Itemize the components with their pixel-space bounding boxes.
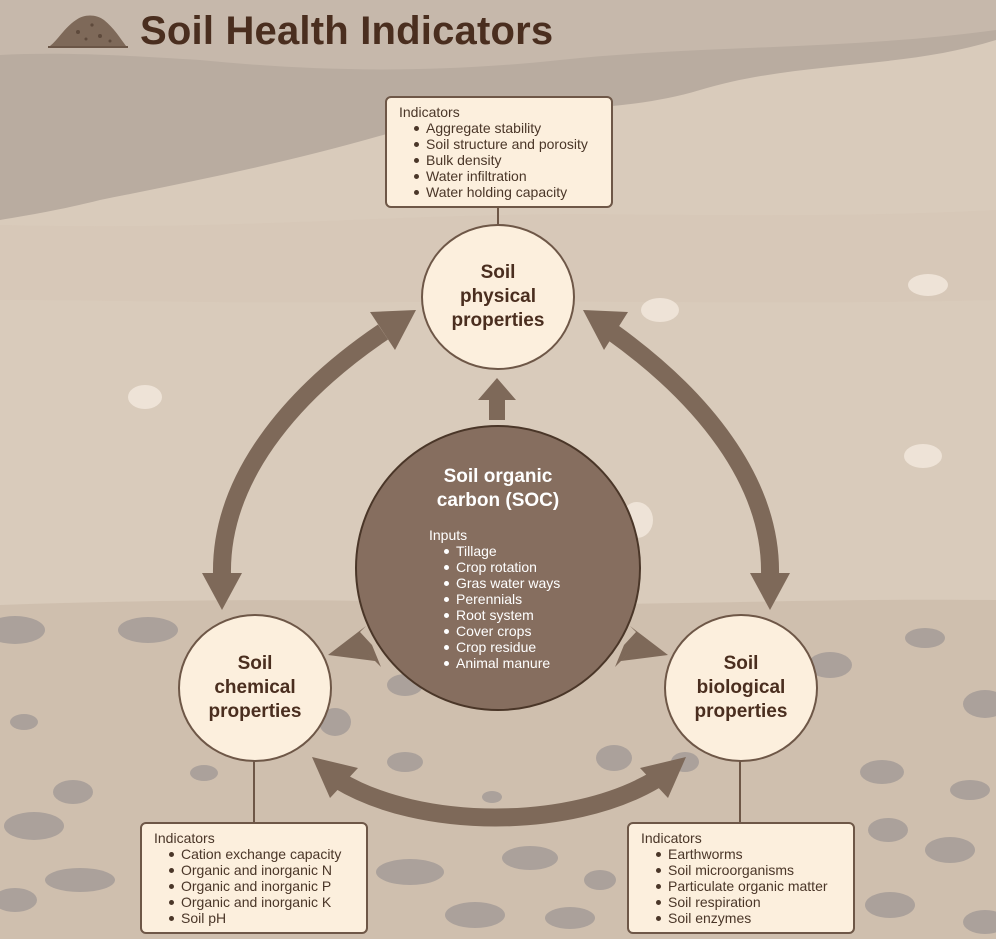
list-item: Particulate organic matter <box>656 878 843 894</box>
list-item: Animal manure <box>444 655 560 671</box>
biological-indicators-box: Indicators Earthworms Soil microorganism… <box>627 822 855 934</box>
soc-inputs: Inputs Tillage Crop rotation Gras water … <box>429 527 560 671</box>
arrow-physical-biological <box>606 324 780 576</box>
list-item: Cover crops <box>444 623 560 639</box>
list-item: Soil structure and porosity <box>414 136 601 152</box>
list-item: Cation exchange capacity <box>169 846 356 862</box>
list-item: Soil enzymes <box>656 910 843 926</box>
list-item: Gras water ways <box>444 575 560 591</box>
box-heading: Indicators <box>399 104 460 120</box>
arrow-physical-chemical <box>212 324 389 576</box>
soc-title: Soil organic carbon (SOC) <box>357 465 639 513</box>
arrow-soc-to-biological <box>615 626 668 667</box>
box-heading: Indicators <box>641 830 702 846</box>
list-item: Soil microorganisms <box>656 862 843 878</box>
list-item: Soil respiration <box>656 894 843 910</box>
node-label-line: chemical <box>214 677 296 698</box>
arrow-chemical-biological <box>333 772 660 827</box>
arrowhead-to-biological-top <box>750 573 790 610</box>
list-item: Bulk density <box>414 152 601 168</box>
biological-properties-node: Soil biological properties <box>664 614 818 762</box>
list-item: Soil pH <box>169 910 356 926</box>
soc-inputs-heading: Inputs <box>429 527 468 543</box>
arrowhead-to-chemical-bottom <box>312 757 358 798</box>
list-item: Organic and inorganic N <box>169 862 356 878</box>
list-item: Earthworms <box>656 846 843 862</box>
node-label-line: properties <box>451 310 545 331</box>
list-item: Water infiltration <box>414 168 601 184</box>
node-label-line: physical <box>459 286 537 307</box>
arrow-soc-to-physical <box>478 378 516 420</box>
list-item: Organic and inorganic K <box>169 894 356 910</box>
node-label-line: properties <box>208 701 302 722</box>
node-label-line: Soil <box>480 262 516 283</box>
soc-title-line: Soil organic <box>443 466 553 487</box>
list-item: Crop residue <box>444 639 560 655</box>
list-item: Water holding capacity <box>414 184 601 200</box>
node-label-line: Soil <box>723 653 759 674</box>
list-item: Crop rotation <box>444 559 560 575</box>
page-title: Soil Health Indicators <box>140 9 554 53</box>
soc-node: Soil organic carbon (SOC) Inputs Tillage… <box>355 425 641 711</box>
node-label-line: Soil <box>237 653 273 674</box>
soc-title-line: carbon (SOC) <box>436 490 560 511</box>
physical-indicators-box: Indicators Aggregate stability Soil stru… <box>385 96 613 208</box>
arrow-soc-to-chemical <box>328 626 381 667</box>
chemical-properties-node: Soil chemical properties <box>178 614 332 762</box>
list-item: Perennials <box>444 591 560 607</box>
arrowhead-to-physical-left <box>370 310 416 350</box>
list-item: Root system <box>444 607 560 623</box>
arrowhead-to-biological-bottom <box>640 757 686 798</box>
list-item: Tillage <box>444 543 560 559</box>
list-item: Aggregate stability <box>414 120 601 136</box>
chemical-indicators-box: Indicators Cation exchange capacity Orga… <box>140 822 368 934</box>
node-label-line: properties <box>694 701 788 722</box>
box-heading: Indicators <box>154 830 215 846</box>
physical-properties-node: Soil physical properties <box>421 224 575 370</box>
list-item: Organic and inorganic P <box>169 878 356 894</box>
arrowhead-to-chemical-top <box>202 573 242 610</box>
node-label-line: biological <box>696 677 786 698</box>
soil-mound-icon <box>48 15 128 48</box>
arrowhead-to-physical-right <box>583 310 628 350</box>
